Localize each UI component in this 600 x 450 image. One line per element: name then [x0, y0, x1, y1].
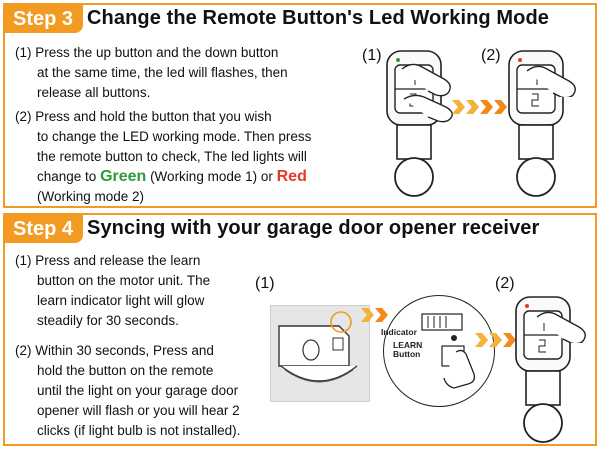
hand-pointer-icon — [526, 65, 576, 97]
step4-item2-line1: (2) Within 30 seconds, Press and — [15, 343, 214, 358]
green-mode-label: Green — [100, 168, 147, 185]
step4-item2-line4: opener will flash or you will hear 2 — [37, 403, 240, 418]
step3-item1-line3: release all buttons. — [37, 85, 151, 100]
step3-figure-label-1: (1) — [362, 47, 382, 64]
step4-item1-line2: button on the motor unit. The — [37, 273, 211, 288]
learn-button-detail — [383, 295, 495, 407]
garage-opener-icon — [270, 305, 370, 402]
step3-item2-line3: the remote button to check, The led ligh… — [37, 149, 307, 164]
step4-instructions: (1) Press and release the learn button o… — [15, 251, 285, 441]
learn-button-label-line2: Button — [393, 349, 421, 359]
step3-instructions: (1) Press the up button and the down but… — [15, 43, 365, 207]
step4-item2-line3: until the light on your garage door — [37, 383, 239, 398]
hand-pointer-icon — [401, 63, 453, 123]
step4-item1-line3: learn indicator light will glow — [37, 293, 205, 308]
step4-item2-line2: hold the button on the remote — [37, 363, 214, 378]
remote-control-icon — [508, 50, 564, 197]
step3-badge: Step 3 — [5, 5, 84, 33]
step4-item1-line4: steadily for 30 seconds. — [37, 313, 179, 328]
step3-header: Step 3 Change the Remote Button's Led Wo… — [5, 5, 595, 35]
hand-pointer-icon — [536, 311, 586, 343]
step3-section: Step 3 Change the Remote Button's Led Wo… — [3, 3, 597, 208]
step3-item1-line1: (1) Press the up button and the down but… — [15, 45, 279, 60]
learn-button-label-line1: LEARN — [393, 340, 423, 350]
step4-header: Step 4 Syncing with your garage door ope… — [5, 215, 595, 245]
step3-item2-line4: change to Green (Working mode 1) or Red — [15, 167, 365, 187]
step4-section: Step 4 Syncing with your garage door ope… — [3, 213, 597, 446]
step3-figure-label-2: (2) — [481, 47, 501, 64]
step3-item2-line4-pre: change to — [37, 169, 101, 184]
step3-title: Change the Remote Button's Led Working M… — [87, 7, 550, 29]
step4-item2-line5: clicks (if light bulb is not installed). — [37, 423, 241, 438]
chevron-arrows-icon — [475, 333, 516, 347]
step3-item2-line4-mid: (Working mode 1) or — [146, 169, 277, 184]
indicator-label: Indicator — [381, 327, 417, 337]
step4-figure-label-1: (1) — [255, 275, 275, 292]
chevron-arrows-icon — [452, 100, 507, 114]
step4-figure-label-2: (2) — [495, 275, 515, 292]
step3-item1-line2: at the same time, the led will flashes, … — [37, 65, 288, 80]
step4-item1-line1: (1) Press and release the learn — [15, 253, 201, 268]
step3-item2-line1: (2) Press and hold the button that you w… — [15, 109, 272, 124]
step3-item2-line2: to change the LED working mode. Then pre… — [37, 129, 312, 144]
step3-item2-line5: (Working mode 2) — [37, 189, 145, 204]
red-mode-label: Red — [276, 168, 307, 185]
step4-title: Syncing with your garage door opener rec… — [87, 217, 540, 239]
chevron-arrows-icon — [361, 308, 388, 322]
step4-badge: Step 4 — [5, 215, 84, 243]
